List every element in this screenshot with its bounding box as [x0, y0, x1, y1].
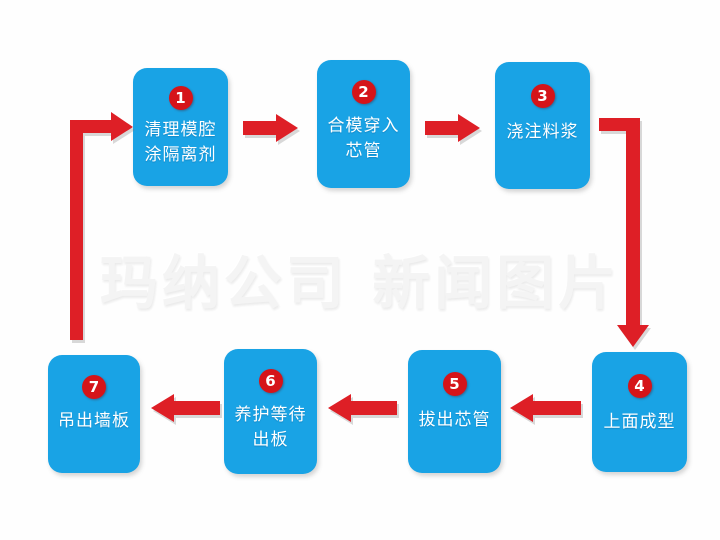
process-node-2-label: 合模穿入 芯管	[327, 116, 400, 161]
process-node-7-label: 吊出墙板	[58, 411, 130, 431]
process-node-1[interactable]: 1 清理模腔 涂隔离剂	[133, 68, 228, 186]
process-node-5[interactable]: 5 拔出芯管	[408, 350, 501, 473]
step-badge-3: 3	[530, 84, 555, 108]
arrow-4-to-5	[507, 392, 587, 432]
arrow-1-to-2	[240, 112, 304, 152]
step-badge-6: 6	[258, 369, 283, 393]
arrow-2-to-3	[422, 112, 486, 152]
process-node-7[interactable]: 7 吊出墙板	[48, 355, 140, 473]
step-badge-2: 2	[351, 80, 376, 104]
arrow-6-to-7	[148, 392, 226, 432]
process-node-4[interactable]: 4 上面成型	[592, 352, 687, 472]
arrow-7-to-1	[62, 112, 140, 350]
process-node-2[interactable]: 2 合模穿入 芯管	[317, 60, 410, 188]
process-node-3[interactable]: 3 浇注料浆	[495, 62, 590, 189]
process-node-4-label: 上面成型	[603, 412, 676, 432]
step-badge-7: 7	[82, 375, 106, 399]
step-badge-5: 5	[442, 372, 467, 396]
process-node-6-label: 养护等待 出板	[234, 405, 307, 450]
step-badge-4: 4	[627, 374, 652, 398]
process-node-3-label: 浇注料浆	[506, 122, 579, 142]
arrow-5-to-6	[325, 392, 403, 432]
process-node-1-label: 清理模腔 涂隔离剂	[144, 120, 217, 165]
arrow-3-to-4	[592, 118, 652, 353]
process-node-5-label: 拔出芯管	[418, 410, 491, 430]
step-badge-1: 1	[168, 86, 193, 110]
process-node-6[interactable]: 6 养护等待 出板	[224, 349, 317, 474]
